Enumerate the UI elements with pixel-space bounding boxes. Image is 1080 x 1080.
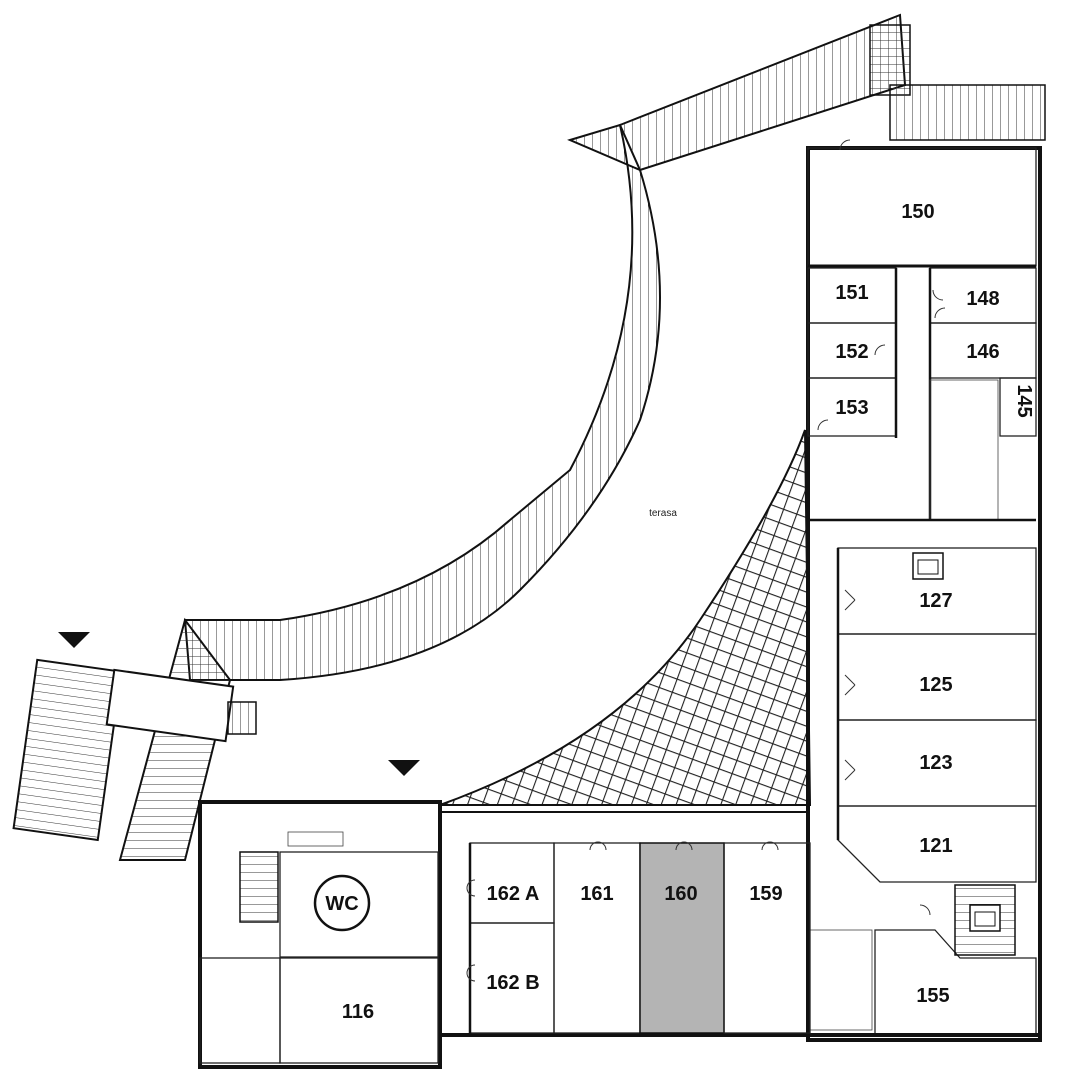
room-label-150[interactable]: 150 xyxy=(901,201,934,223)
terrace-ramp xyxy=(118,13,907,861)
room-label-127[interactable]: 127 xyxy=(919,590,952,612)
east-wing xyxy=(806,146,1042,1042)
elevator-icon xyxy=(969,904,1001,932)
room-label-145[interactable]: 145 xyxy=(1013,384,1035,417)
north-east-stair xyxy=(869,24,1046,141)
room-label-116[interactable]: 116 xyxy=(342,1001,374,1023)
room-label-160[interactable]: 160 xyxy=(664,883,697,905)
entrance-west-marker xyxy=(58,632,90,648)
room-label-159[interactable]: 159 xyxy=(749,883,782,905)
south-wing xyxy=(198,800,1040,1069)
room-label-148[interactable]: 148 xyxy=(966,288,999,310)
elevator-icon xyxy=(912,552,944,580)
door-swings xyxy=(466,139,946,982)
glass-roof-grid xyxy=(439,429,812,806)
room-label-153[interactable]: 153 xyxy=(835,397,868,419)
room-label-152[interactable]: 152 xyxy=(835,341,868,363)
wc-icon xyxy=(313,874,371,932)
room-label-146[interactable]: 146 xyxy=(966,341,999,363)
room-label-123[interactable]: 123 xyxy=(919,752,952,774)
room-label-125[interactable]: 125 xyxy=(919,674,952,696)
room-160-highlight[interactable] xyxy=(639,842,725,1034)
entrance-south-marker xyxy=(388,760,420,776)
room-label-121[interactable]: 121 xyxy=(919,835,952,857)
west-stair xyxy=(12,658,257,842)
room-label-155[interactable]: 155 xyxy=(916,985,949,1007)
room-label-162b[interactable]: 162 B xyxy=(486,972,539,994)
wc-label: WC xyxy=(325,893,358,915)
room-label-162a[interactable]: 162 A xyxy=(487,883,540,905)
terrace-label: terasa xyxy=(649,508,677,519)
room-label-151[interactable]: 151 xyxy=(835,282,868,304)
room-label-161[interactable]: 161 xyxy=(580,883,613,905)
